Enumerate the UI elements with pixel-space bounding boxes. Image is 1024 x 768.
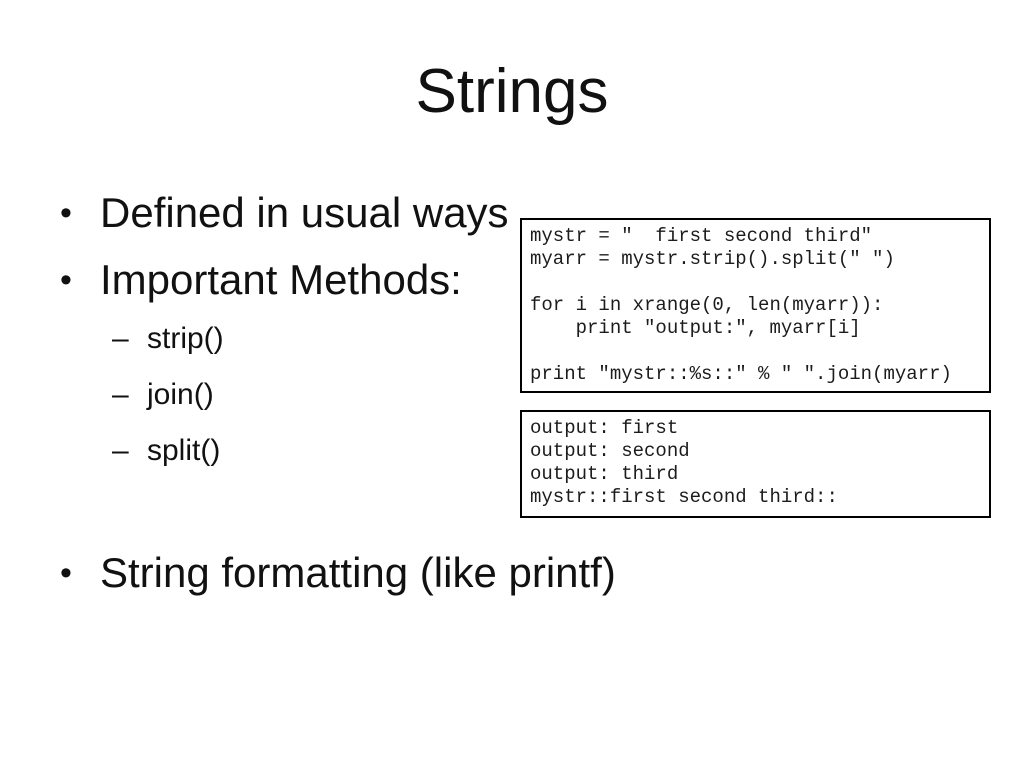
- sub-bullet-text: join(): [147, 378, 214, 411]
- bullet-text: String formatting (like printf): [100, 549, 616, 596]
- dash-icon: –: [112, 434, 129, 467]
- dash-icon: –: [112, 378, 129, 411]
- code-listing-box: mystr = " first second third" myarr = my…: [520, 218, 991, 393]
- sub-bullet-text: strip(): [147, 322, 224, 355]
- slide-title: Strings: [415, 57, 609, 126]
- code-output-box: output: first output: second output: thi…: [520, 410, 991, 518]
- sub-bullet-text: split(): [147, 434, 221, 467]
- bullet-icon: •: [60, 261, 72, 299]
- sub-bullet-item-split: – split(): [112, 432, 220, 470]
- bullet-item-defined-in-usual-ways: • Defined in usual ways: [60, 190, 509, 236]
- code-listing: mystr = " first second third" myarr = my…: [530, 225, 952, 385]
- bullet-text: Important Methods:: [100, 256, 462, 303]
- sub-bullet-item-strip: – strip(): [112, 320, 224, 358]
- bullet-item-important-methods: • Important Methods:: [60, 257, 462, 303]
- dash-icon: –: [112, 322, 129, 355]
- bullet-text: Defined in usual ways: [100, 189, 509, 236]
- sub-bullet-item-join: – join(): [112, 376, 214, 414]
- bullet-icon: •: [60, 554, 72, 592]
- bullet-icon: •: [60, 194, 72, 232]
- bullet-item-string-formatting: • String formatting (like printf): [60, 550, 616, 596]
- code-output: output: first output: second output: thi…: [530, 417, 838, 508]
